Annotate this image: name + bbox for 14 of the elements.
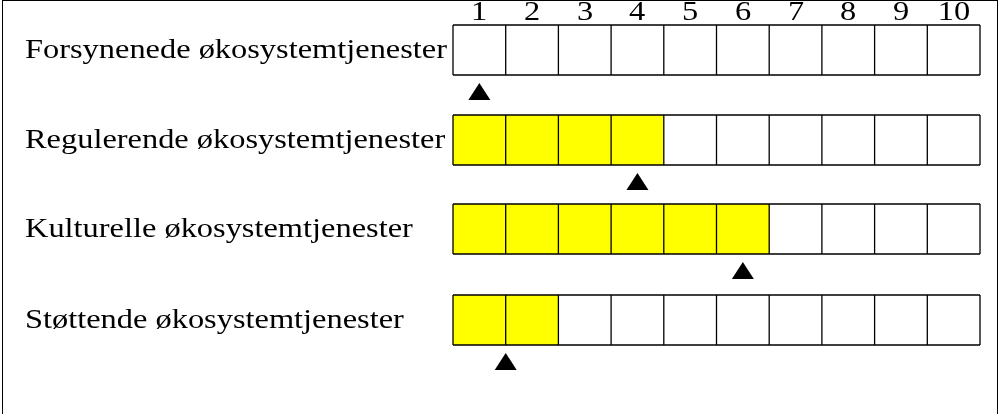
category-label: Støttende økosystemtjenester <box>25 304 404 334</box>
tick-label: 4 <box>629 0 646 25</box>
category-label: Kulturelle økosystemtjenester <box>25 213 413 243</box>
category-label: Regulerende økosystemtjenester <box>25 124 446 154</box>
tick-label: 10 <box>937 0 970 25</box>
tick-label: 7 <box>787 0 804 25</box>
tick-label: 8 <box>840 0 857 25</box>
tick-label: 9 <box>892 0 910 25</box>
tick-label: 3 <box>576 0 593 25</box>
category-label: Forsynenede økosystemtjenester <box>25 34 448 64</box>
tick-label: 2 <box>523 0 541 25</box>
tick-label: 5 <box>682 0 699 25</box>
tick-label: 1 <box>471 0 488 25</box>
tick-label: 6 <box>734 0 751 25</box>
